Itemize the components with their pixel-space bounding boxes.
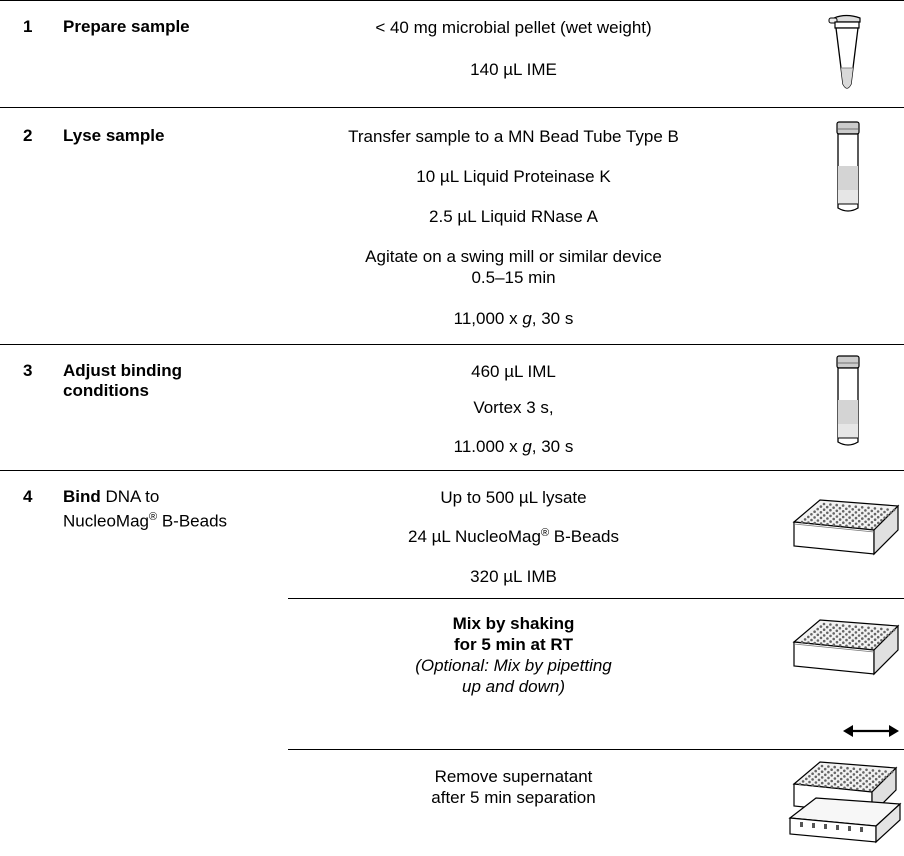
registered-mark: ®	[540, 527, 550, 539]
step-number: 3	[23, 361, 33, 380]
step-instruction: 0.5–15 min	[471, 268, 556, 287]
96-well-plate-shaking-icon	[792, 619, 900, 676]
bead-tube-icon	[836, 355, 860, 446]
substep-divider	[288, 598, 904, 599]
step-instruction: Transfer sample to a MN Bead Tube Type B	[348, 127, 679, 146]
centrifuge-instruction: 11.000 x g, 30 s	[290, 436, 737, 457]
step-title-text: Prepare sample	[63, 17, 190, 36]
beads-prefix: 24 µL NucleoMag	[407, 527, 541, 546]
g-force-unit: g	[522, 437, 532, 456]
double-arrow-icon	[843, 725, 899, 737]
beads-suffix: B-Beads	[549, 527, 619, 546]
g-force-unit: g	[522, 309, 532, 328]
step-instruction: Up to 500 µL lysate	[440, 488, 587, 507]
centrifuge-time: , 30 s	[531, 309, 574, 328]
step-instruction: 2.5 µL Liquid RNase A	[429, 207, 598, 226]
mix-instruction: for 5 min at RT	[453, 635, 573, 654]
step-title-line2: conditions	[63, 381, 149, 400]
step-title: Prepare sample	[63, 17, 190, 37]
step-number: 2	[23, 126, 33, 145]
step-title-line2: NucleoMag	[63, 511, 149, 531]
step-instruction: 460 µL IML	[471, 362, 556, 381]
plate-on-magnet-icon	[788, 761, 902, 844]
step-number: 1	[23, 17, 33, 36]
step-title: Bind DNA to NucleoMag® B-Beads	[63, 487, 227, 532]
step-instruction: Vortex 3 s,	[473, 398, 554, 417]
step-title-line2-rest: B-Beads	[157, 511, 228, 531]
mix-optional-note: up and down)	[461, 677, 566, 696]
step-divider	[0, 107, 904, 108]
beads-instruction: 24 µL NucleoMag® B-Beads	[290, 526, 737, 547]
step-title-line1: Adjust binding	[63, 361, 182, 380]
step-instruction: Agitate on a swing mill or similar devic…	[365, 247, 662, 266]
remove-instruction: after 5 min separation	[431, 788, 596, 807]
remove-instruction: Remove supernatant	[434, 767, 593, 786]
registered-mark: ®	[149, 511, 158, 523]
step-divider	[0, 344, 904, 345]
mix-optional-note: (Optional: Mix by pipetting	[415, 656, 612, 675]
centrifuge-time: , 30 s	[531, 437, 574, 456]
bead-tube-icon	[836, 121, 860, 212]
step-instruction: 320 µL IMB	[470, 567, 557, 586]
step-instruction: < 40 mg microbial pellet (wet weight)	[375, 18, 652, 37]
step-instruction: 140 µL IME	[470, 60, 557, 79]
step-title-rest: DNA to	[100, 487, 160, 506]
centrifuge-speed: 11,000 x	[453, 309, 523, 328]
step-title-text: Lyse sample	[63, 126, 165, 145]
centrifuge-instruction: 11,000 x g, 30 s	[290, 308, 737, 329]
mix-instruction: Mix by shaking	[452, 614, 575, 633]
centrifuge-speed: 11.000 x	[453, 437, 523, 456]
step-instruction: 10 µL Liquid Proteinase K	[416, 167, 611, 186]
step-title-bold: Bind	[63, 487, 101, 506]
top-rule	[0, 0, 904, 1]
microcentrifuge-tube-icon	[828, 14, 861, 89]
step-number: 4	[23, 487, 33, 506]
step-title: Lyse sample	[63, 126, 164, 146]
96-well-plate-icon	[792, 499, 900, 556]
substep-divider	[288, 749, 904, 750]
step-divider	[0, 470, 904, 471]
